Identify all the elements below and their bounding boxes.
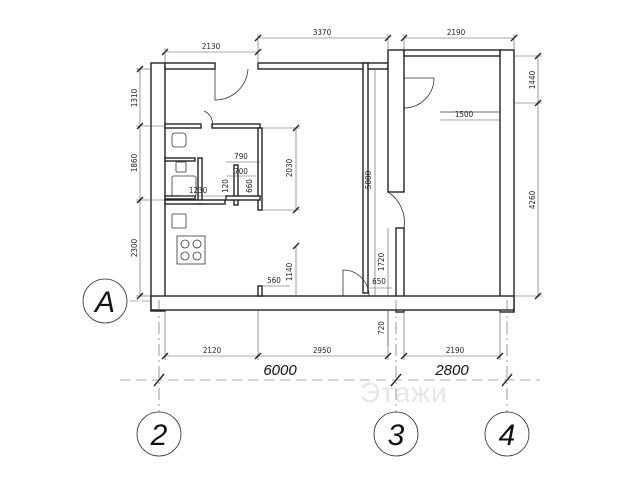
dimension-labels: 2130 3370 2190 1310 1860 2300 1440 4260 … xyxy=(130,28,537,408)
dimension-lines xyxy=(136,34,542,360)
dim-790: 790 xyxy=(234,152,248,161)
dim-5800: 5800 xyxy=(364,170,373,189)
dim-720: 720 xyxy=(377,321,386,335)
dim-660: 660 xyxy=(245,179,254,193)
dim-bottom-2190: 2190 xyxy=(446,346,465,355)
axis-span-6000: 6000 xyxy=(263,362,297,379)
toilet-icon xyxy=(171,132,187,148)
dim-650: 650 xyxy=(372,277,386,286)
dim-120: 120 xyxy=(221,179,230,193)
axis-span-2800: 2800 xyxy=(434,362,469,379)
axis-label-a: A xyxy=(93,286,115,319)
dim-top-2190: 2190 xyxy=(447,28,466,37)
dim-560: 560 xyxy=(267,276,281,285)
dim-bottom-2950: 2950 xyxy=(313,346,332,355)
doors xyxy=(203,68,500,297)
dim-top-2130: 2130 xyxy=(202,42,221,51)
stove-icon xyxy=(176,235,206,265)
axis-label-2: 2 xyxy=(150,419,168,452)
axis-bubble-2 xyxy=(136,411,182,457)
axis-bubble-a xyxy=(82,278,128,324)
axis-bubble-4 xyxy=(484,411,530,457)
dim-700: 700 xyxy=(234,167,248,176)
dim-right-1440: 1440 xyxy=(528,70,537,89)
dim-1720: 1720 xyxy=(377,252,386,271)
dim-1500: 1500 xyxy=(455,110,474,119)
dim-bottom-2120: 2120 xyxy=(203,346,222,355)
kitchen-sink-icon xyxy=(171,213,187,229)
axis-bubble-3 xyxy=(373,411,419,457)
grid-axes xyxy=(82,278,540,457)
sink-icon xyxy=(175,161,187,173)
dim-top-3370: 3370 xyxy=(313,28,332,37)
axis-labels: A 2 3 4 xyxy=(93,286,515,452)
watermark: Этажи xyxy=(360,377,448,408)
dim-2030: 2030 xyxy=(285,158,294,177)
dim-left-1310: 1310 xyxy=(130,88,139,107)
walls xyxy=(150,49,515,313)
dim-1140: 1140 xyxy=(285,262,294,281)
axis-label-4: 4 xyxy=(499,419,516,452)
dim-right-4260: 4260 xyxy=(528,190,537,209)
axis-label-3: 3 xyxy=(388,419,405,452)
dim-left-1860: 1860 xyxy=(130,153,139,172)
dim-1230: 1230 xyxy=(189,186,208,195)
dim-left-2300: 2300 xyxy=(130,238,139,257)
